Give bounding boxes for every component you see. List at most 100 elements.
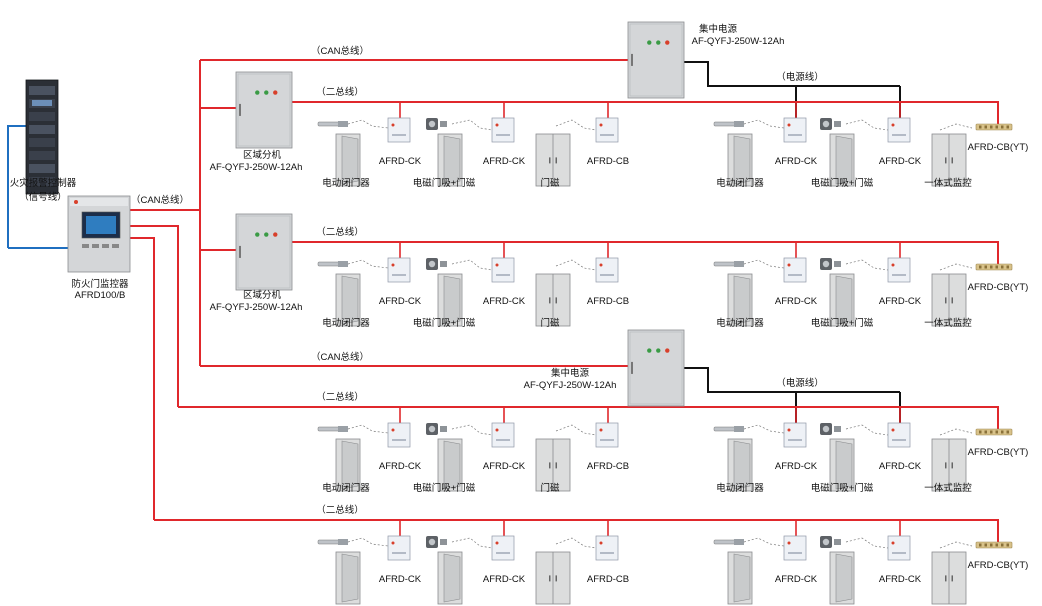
row-2-ck-1-label: AFRD-CK (379, 296, 422, 307)
row-2-doormag-label: 门磁 (540, 317, 560, 329)
row-2-holder-2-face (822, 260, 830, 268)
row-4-holder-1-face (428, 538, 436, 546)
row-2-door-6 (931, 273, 967, 327)
row-1-closer-2 (713, 121, 744, 127)
row-3-module-ck-3-label-strip (788, 439, 802, 441)
row-3-door-5 (829, 438, 855, 492)
row-4-module-cb-label-strip (600, 552, 614, 554)
row-2-module-ck-1 (387, 257, 411, 283)
row-4-sensor-bar (975, 541, 1013, 549)
row-3-door-6-handle (951, 462, 953, 469)
row-2-magnet-1-label: 电磁门吸+门磁 (413, 317, 476, 329)
row-4-doormag-link (555, 537, 597, 549)
row-4-module-ck-1-label-strip (392, 552, 406, 554)
row-3-ck-3-label: AFRD-CK (775, 461, 818, 472)
row-3-cbyt-label: AFRD-CB(YT) (968, 447, 1029, 458)
row-2-module-cb (595, 257, 619, 283)
row-4-closer-1-link (347, 537, 389, 547)
row-4-module-ck-3-label-strip (788, 552, 802, 554)
power-line-label-1: （电源线） (776, 71, 824, 83)
row-1-closer-2-body (734, 121, 744, 127)
row-3-sensor-bar (975, 428, 1013, 436)
device-layer (25, 21, 1013, 605)
row-2-module-ck-3-led (787, 263, 791, 267)
row-1-magnet-1-label: 电磁门吸+门磁 (413, 177, 476, 189)
row-2-door-1 (335, 273, 361, 327)
row-4-holder-1-plate (440, 539, 447, 545)
row-3-integrated-label: 一体式监控 (924, 482, 972, 494)
fire-door-monitor-key (82, 244, 89, 248)
central-power-2-handle (631, 361, 633, 374)
row-4-module-ck-2-label-strip (496, 552, 510, 554)
row-1-sensor-bar-segment (990, 125, 993, 129)
row-1-module-ck-1-label-strip (392, 134, 406, 136)
row-2-module-ck-1-label-strip (392, 274, 406, 276)
row-3-ck-1-label: AFRD-CK (379, 461, 422, 472)
zone-unit-1-handle (239, 103, 241, 116)
row-1-door-3-handle (555, 157, 557, 164)
row-3-module-ck-1-body (387, 422, 411, 448)
row-3-two-bus (178, 406, 999, 429)
row-1-door-5-leaf (835, 135, 853, 185)
central-power-1 (627, 21, 685, 99)
row-3-magnet-1-label: 电磁门吸+门磁 (413, 482, 476, 494)
row-4-door-6-handle (945, 575, 947, 582)
zone-unit-2-indicator-light (273, 232, 278, 237)
row-3-module-ck-3-body (783, 422, 807, 448)
row-1-module-ck-2-label-strip (496, 134, 510, 136)
row-4-door-3-handle (549, 575, 551, 582)
row-1-ck-3-label: AFRD-CK (775, 156, 818, 167)
row-1-door-6 (931, 133, 967, 187)
row-4-door-3 (535, 551, 571, 605)
fire-alarm-controller-rack-unit (29, 138, 55, 147)
row-2-holder-1-face (428, 260, 436, 268)
row-4-module-ck-3-led (787, 541, 791, 545)
row-2-closer-2-arm (713, 261, 737, 267)
row-4-module-cb-body (595, 535, 619, 561)
row-3-door-3-handle (555, 462, 557, 469)
row-2-door-6-handle (945, 297, 947, 304)
row-1-sensor-bar-segment (1006, 125, 1009, 129)
row-4-closer-1-body (338, 539, 348, 545)
fire-door-monitor (67, 195, 131, 273)
zone-unit-2-door (237, 215, 291, 289)
row-4-door-2-leaf (443, 553, 461, 603)
power-line-1 (684, 61, 900, 87)
zone-unit-2 (235, 213, 293, 291)
row-3-door-6-handle (945, 462, 947, 469)
row-2-door-4 (727, 273, 753, 327)
row-2-door-5-leaf (835, 275, 853, 325)
row-2-ck-4-label: AFRD-CK (879, 296, 922, 307)
row-1-magnet-2-label: 电磁门吸+门磁 (811, 177, 874, 189)
fire-alarm-controller (25, 79, 59, 195)
zone-unit-2-indicator-light (255, 232, 260, 237)
row-4-module-ck-4-label-strip (892, 552, 906, 554)
row-4-two-bus-label: （二总线） (316, 504, 364, 516)
row-1-closer-1-label: 电动闭门器 (322, 177, 370, 189)
row-4-holder-2-plate (834, 539, 841, 545)
row-3-closer-2-link (743, 424, 785, 434)
row-1-module-ck-1 (387, 117, 411, 143)
row-3-sensor-bar-segment (979, 430, 982, 434)
row-4-ck-3-label: AFRD-CK (775, 574, 818, 585)
row-1-module-ck-3-led (787, 123, 791, 127)
row-2-cb-label: AFRD-CB (587, 296, 629, 307)
row-4-door-1 (335, 551, 361, 605)
row-2-module-ck-4-led (891, 263, 895, 267)
row-2-ck-2-label: AFRD-CK (483, 296, 526, 307)
row-1-door-3 (535, 133, 571, 187)
row-3-closer-2 (713, 426, 744, 432)
row-3-closer-1-link (347, 424, 389, 434)
row-3-holder-2-plate (834, 426, 841, 432)
row-2-module-ck-4-label-strip (892, 274, 906, 276)
row-2-closer-2-body (734, 261, 744, 267)
row-3-door-1 (335, 438, 361, 492)
row-1-sensor-link (939, 123, 973, 131)
row-3-two-bus-label: （二总线） (316, 391, 364, 403)
row-3-cb-label: AFRD-CB (587, 461, 629, 472)
central-power-2-indicator-light (665, 348, 670, 353)
row-2-closer-1-label: 电动闭门器 (322, 317, 370, 329)
two-bus-feed-4 (130, 237, 155, 520)
row-2-door-3-handle (549, 297, 551, 304)
